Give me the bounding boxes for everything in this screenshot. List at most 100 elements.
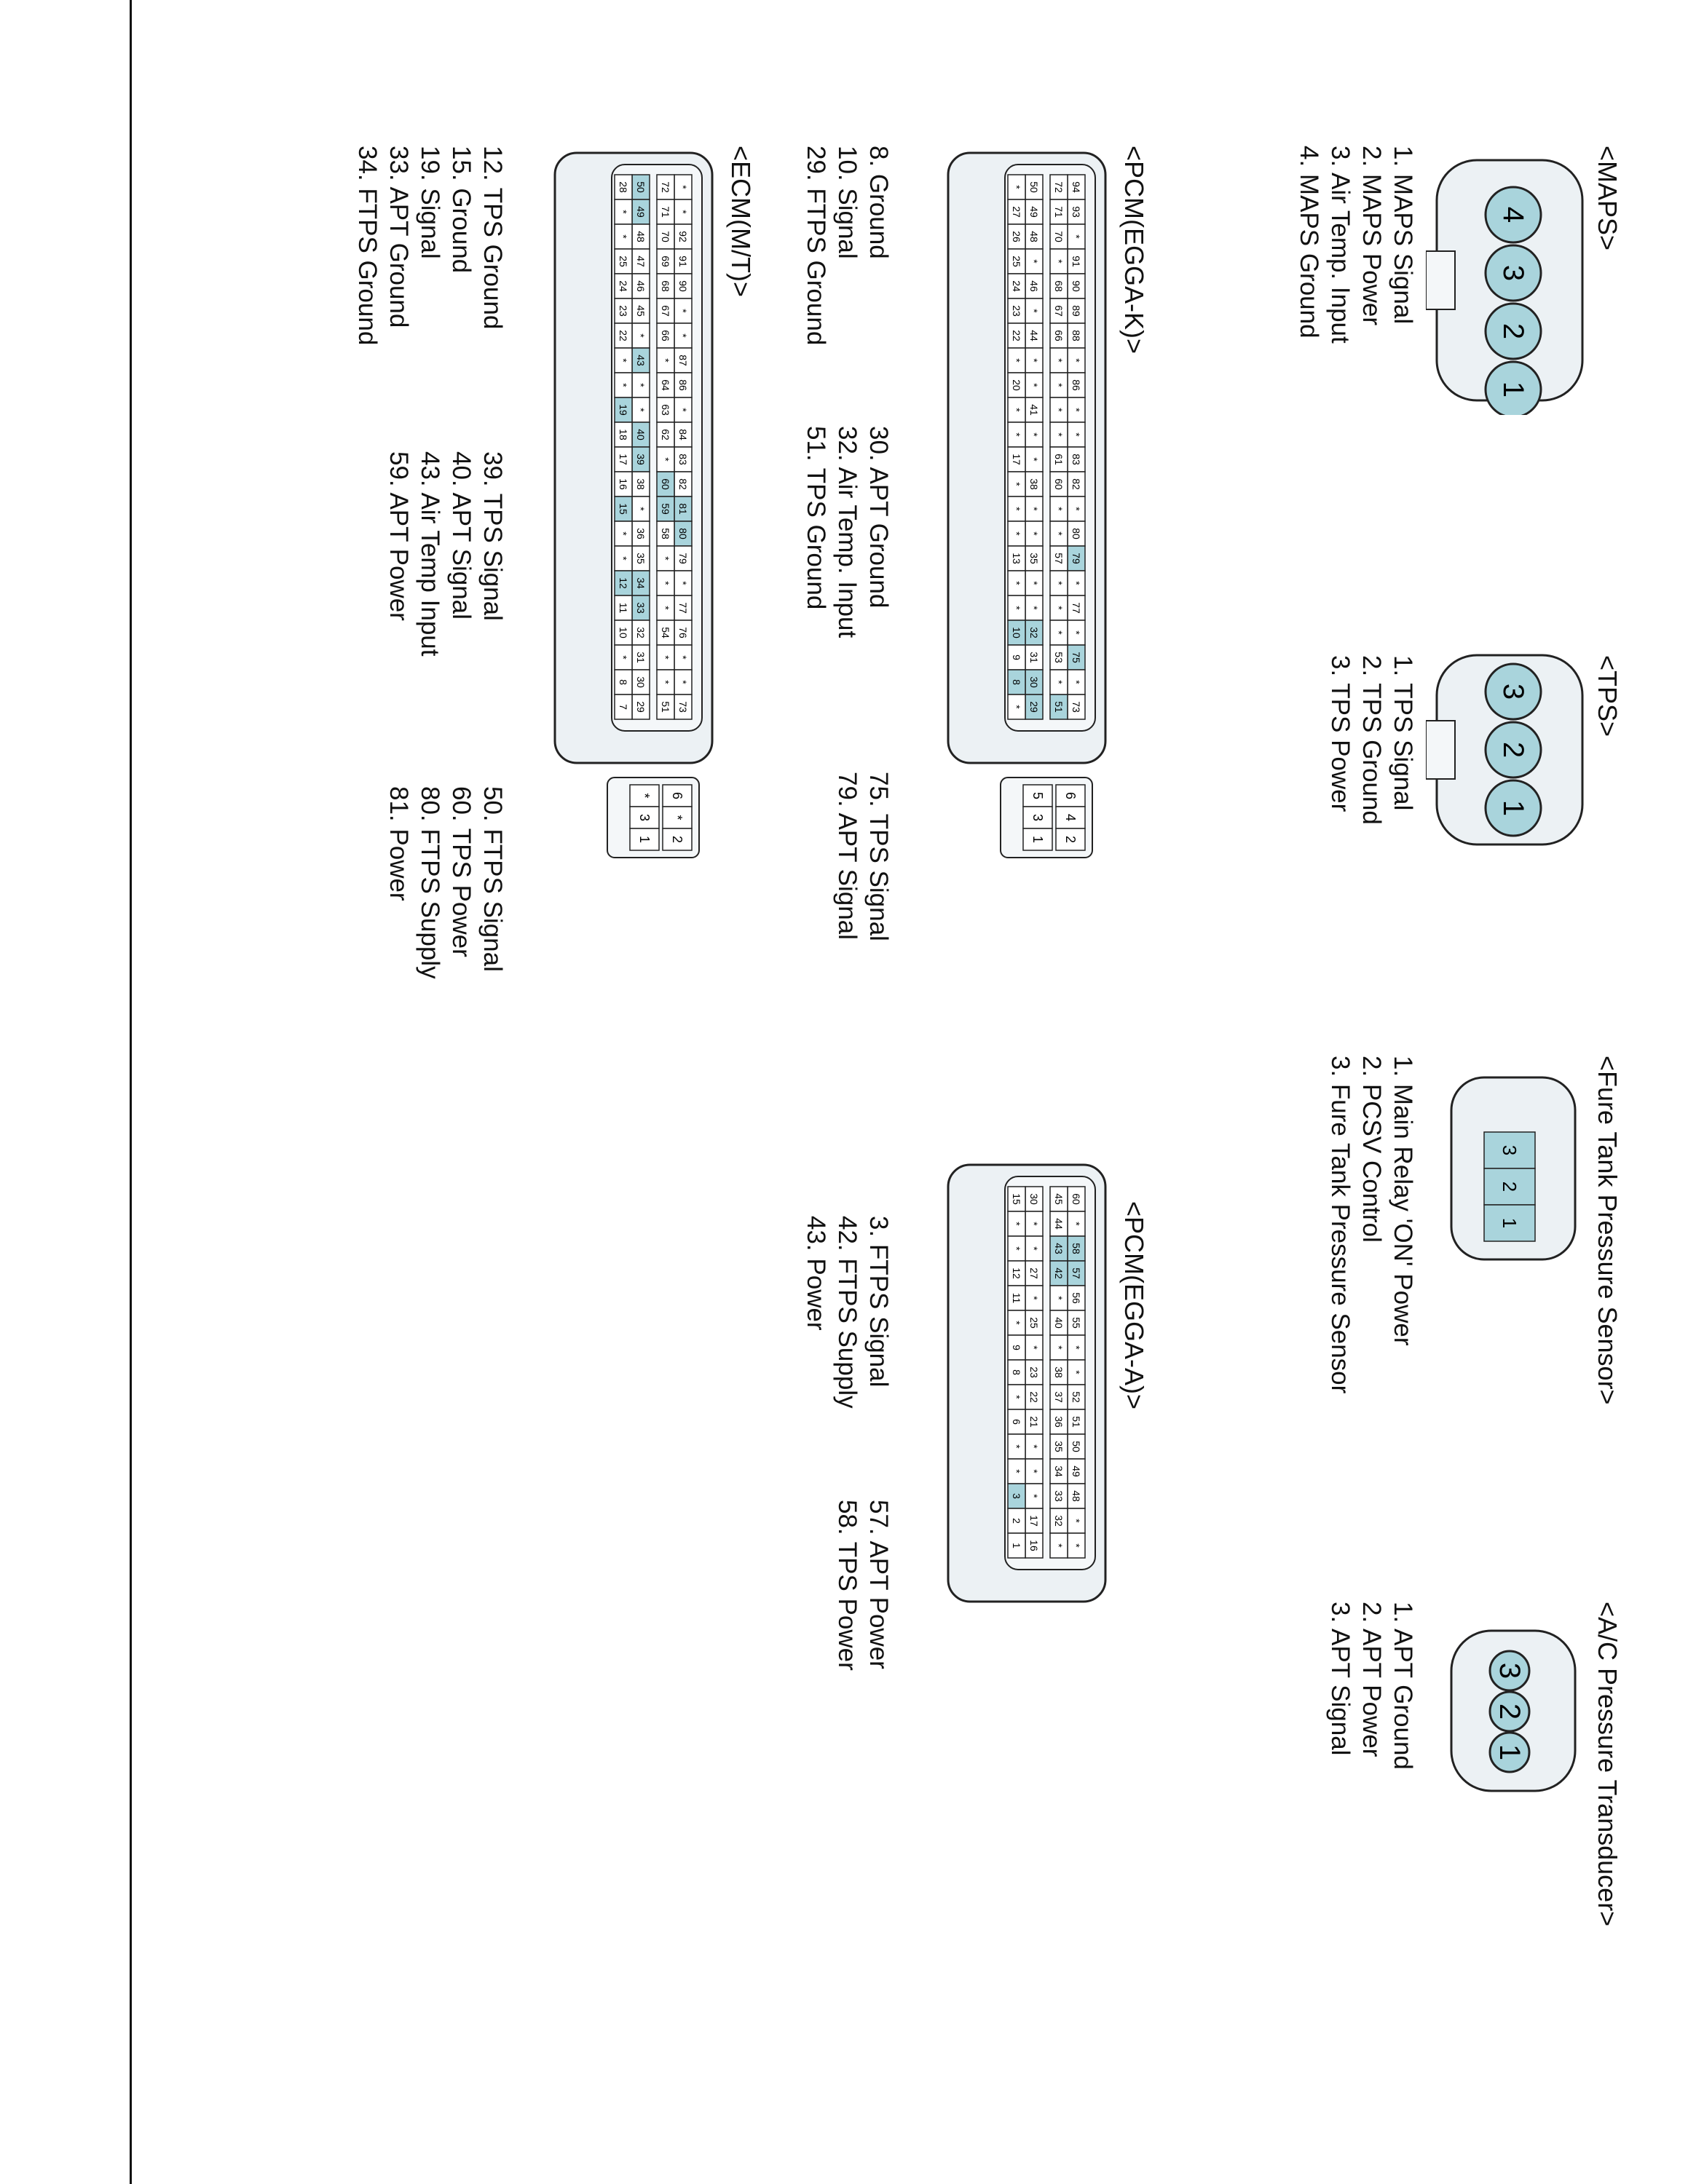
pcm-k-pin-label: * — [1028, 606, 1040, 610]
pcm-k-item: 10. Signal — [833, 146, 861, 259]
pcm-a-pin-label: * — [1070, 1519, 1082, 1523]
pcm-k-pin-label: 61 — [1053, 454, 1065, 465]
pcm-a-pin-label: 1 — [1011, 1543, 1022, 1548]
ecm-pin-label: * — [660, 556, 671, 561]
pcm-a-pin-label: * — [1011, 1246, 1022, 1251]
pcm-k-pin-label: 48 — [1028, 231, 1040, 242]
maps-item: 4. MAPS Ground — [1295, 146, 1323, 339]
pcm-k-pin-label: 66 — [1053, 330, 1065, 341]
pcm-k-pin-label: 89 — [1070, 305, 1082, 317]
pcm-k-title: <PCM(EGGA-K)> — [1119, 146, 1149, 355]
pcm-k-pin-label: * — [1011, 408, 1022, 412]
ecm-pin-label: 10 — [618, 627, 629, 638]
ecm-pin-label: 15 — [618, 503, 629, 515]
ecm-side-pin-label: 6 — [670, 792, 685, 799]
pcm-a-pin-label: 35 — [1053, 1441, 1065, 1452]
ecm-pin-label: * — [618, 234, 629, 239]
ecm-pin-label: 63 — [660, 404, 671, 416]
ac-item: 1. APT Ground — [1389, 1602, 1417, 1770]
ecm-pin-label: 33 — [635, 602, 647, 614]
ecm-pin-label: * — [635, 333, 647, 338]
ecm-pin-label: 69 — [660, 256, 671, 267]
ecm-pin-label: 80 — [677, 528, 689, 539]
pcm-a-pin-label: 23 — [1028, 1366, 1040, 1378]
pcm-a-pin-label: 37 — [1053, 1391, 1065, 1403]
tps-pin — [1484, 721, 1542, 779]
pcm-a-pin-label: 45 — [1053, 1193, 1065, 1205]
pcm-k-pin-label: * — [1053, 531, 1065, 536]
ecm-pin-label: * — [677, 309, 689, 313]
pcm-a-pin — [1007, 1532, 1026, 1559]
ecm-pin-label: 87 — [677, 355, 689, 366]
pcm-a-pin-label: 50 — [1070, 1441, 1082, 1452]
ecm-item: 43. Air Temp Input — [416, 451, 444, 657]
pcm-k-pin-label: * — [1011, 432, 1022, 437]
pcm-k-pin-label: * — [1028, 432, 1040, 437]
ecm-pin-label: * — [677, 210, 689, 214]
pcm-k-pin-label: 24 — [1011, 280, 1022, 292]
ecm-item: 33. APT Ground — [384, 146, 413, 328]
ecm-item: 60. TPS Power — [447, 786, 476, 957]
ecm-pin-label: * — [618, 655, 629, 660]
pcm-k-pin-label: 49 — [1028, 206, 1040, 218]
pcm-k-item: 32. Air Temp. Input — [833, 426, 861, 638]
pcm-k-pin-label: 17 — [1011, 454, 1022, 465]
pcm-a-pin-label: 32 — [1053, 1515, 1065, 1527]
fuel-tank-title: <Fure Tank Pressure Sensor> — [1593, 1056, 1622, 1405]
ecm-pin-label: 7 — [618, 704, 629, 710]
pcm-k-side-pin-label: 5 — [1030, 792, 1045, 799]
pcm-k-pin-label: 22 — [1011, 330, 1022, 341]
pcm-a-pin-label: * — [1028, 1296, 1040, 1300]
ac-pin-label: 2 — [1494, 1704, 1526, 1720]
pcm-a-col1: 3. FTPS Signal 42. FTPS Supply 43. Power — [800, 1216, 894, 1409]
fuel-tank-item: 1. Main Relay 'ON' Power — [1389, 1056, 1417, 1346]
ecm-pin-label: 81 — [677, 503, 689, 515]
pcm-a-pin-label: * — [1011, 1469, 1022, 1473]
ecm-pin-label: 92 — [677, 231, 689, 242]
pcm-a-pin-label: 30 — [1028, 1193, 1040, 1205]
pcm-a-pin-label: 49 — [1070, 1465, 1082, 1477]
pcm-a-pin-label: 25 — [1028, 1317, 1040, 1329]
ecm-pin-label: 25 — [618, 256, 629, 267]
ecm-pin-label: 8 — [618, 679, 629, 685]
ac-pin — [1488, 1690, 1531, 1733]
ecm-item: 12. TPS Ground — [478, 146, 507, 330]
ecm-pin-label: 79 — [677, 553, 689, 564]
ecm-item: 15. Ground — [447, 146, 476, 274]
pcm-k-pin-label: * — [1028, 507, 1040, 511]
ecm-pin-label: 31 — [635, 652, 647, 663]
pcm-k-side-pin-label: 1 — [1030, 836, 1045, 843]
pcm-k-pin-label: 80 — [1070, 528, 1082, 539]
ecm-pin-label: * — [660, 655, 671, 660]
pcm-a-pin-label: * — [1070, 1222, 1082, 1226]
pcm-a-pin-label: * — [1053, 1543, 1065, 1548]
pcm-k-side-pin-label: 3 — [1030, 814, 1045, 821]
ac-item: 3. APT Signal — [1326, 1602, 1354, 1756]
pcm-k-item: 30. APT Ground — [864, 426, 893, 609]
fuel-tank-connector: 321 — [1450, 1076, 1577, 1261]
pcm-k-pin-label: 46 — [1028, 280, 1040, 292]
ecm-col2: 39. TPS Signal 40. APT Signal 43. Air Te… — [383, 451, 508, 656]
pcm-k-pin-label: * — [1053, 358, 1065, 363]
pcm-a-pin-label: 27 — [1028, 1267, 1040, 1279]
ecm-pin-label: * — [660, 358, 671, 363]
ecm-pin-label: 30 — [635, 676, 647, 688]
pcm-k-pin-label: * — [1028, 531, 1040, 536]
pcm-k-pin — [1007, 694, 1026, 720]
pcm-a-pin-label: 38 — [1053, 1366, 1065, 1378]
tps-item: 2. TPS Ground — [1357, 655, 1386, 825]
pcm-k-pin-label: * — [1070, 630, 1082, 635]
ecm-pin-label: 72 — [660, 181, 671, 193]
pcm-a-item: 3. FTPS Signal — [864, 1216, 893, 1388]
pcm-a-pin-label: 57 — [1070, 1267, 1082, 1279]
pcm-k-pin-label: * — [1011, 531, 1022, 536]
pcm-k-pin-label: 73 — [1070, 701, 1082, 713]
pcm-a-pin-label: 16 — [1028, 1540, 1040, 1551]
ac-pin-list: 1. APT Ground 2. APT Power 3. APT Signal — [1325, 1602, 1419, 1770]
maps-pin-label: 1 — [1497, 381, 1529, 397]
ecm-side-pin-label: 1 — [637, 836, 652, 843]
pcm-a-pin-label: 52 — [1070, 1391, 1082, 1403]
ecm-pin-label: * — [677, 408, 689, 412]
ecm-pin-label: 60 — [660, 478, 671, 490]
ecm-side-pin-label: * — [637, 793, 652, 798]
